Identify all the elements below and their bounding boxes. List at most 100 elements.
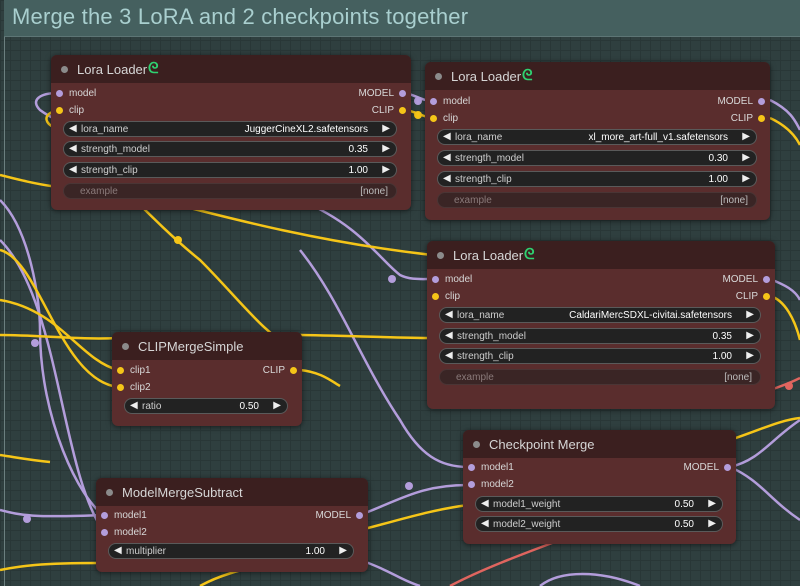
- model-output-slot[interactable]: [724, 464, 731, 471]
- clip-merge-simple-node[interactable]: CLIPMergeSimple clip1 clip2 CLIP ◀ ratio…: [112, 332, 302, 426]
- strength-clip-slider[interactable]: ◀ strength_clip 1.00 ▶: [437, 171, 757, 187]
- widget-label: lora_name: [81, 124, 129, 135]
- decrement-arrow-icon[interactable]: ◀: [443, 131, 451, 142]
- model1-input-label: model1: [481, 462, 514, 473]
- model1-input-slot[interactable]: [468, 464, 475, 471]
- group-title: Merge the 3 LoRA and 2 checkpoints toget…: [12, 4, 469, 29]
- increment-arrow-icon[interactable]: ▶: [708, 518, 716, 529]
- widget-value: CaldariMercSDXL-civitai.safetensors: [569, 310, 732, 321]
- decrement-arrow-icon[interactable]: ◀: [443, 152, 451, 163]
- widget-value: 1.00: [305, 546, 325, 557]
- increment-arrow-icon[interactable]: ▶: [742, 152, 750, 163]
- decrement-arrow-icon[interactable]: ◀: [481, 498, 489, 509]
- collapse-dot-icon[interactable]: [435, 73, 442, 80]
- link-icon[interactable]: ᘓ: [148, 60, 159, 77]
- increment-arrow-icon[interactable]: ▶: [339, 545, 347, 556]
- increment-arrow-icon[interactable]: ▶: [382, 164, 390, 175]
- increment-arrow-icon[interactable]: ▶: [742, 131, 750, 142]
- increment-arrow-icon[interactable]: ▶: [382, 123, 390, 134]
- node-title-bar[interactable]: CLIPMergeSimple: [112, 332, 302, 360]
- model-output-slot[interactable]: [763, 276, 770, 283]
- clip-input-slot[interactable]: [56, 107, 63, 114]
- group-header[interactable]: Merge the 3 LoRA and 2 checkpoints toget…: [4, 0, 800, 37]
- decrement-arrow-icon[interactable]: ◀: [445, 350, 453, 361]
- node-title-bar[interactable]: Checkpoint Merge: [463, 430, 736, 458]
- ratio-slider[interactable]: ◀ ratio 0.50 ▶: [124, 398, 288, 414]
- clip-output-slot[interactable]: [399, 107, 406, 114]
- model-merge-subtract-node[interactable]: ModelMergeSubtract model1 model2 MODEL ◀…: [96, 478, 368, 572]
- clip-wire: [0, 298, 119, 372]
- lora-name-combo[interactable]: ◀ lora_name CaldariMercSDXL-civitai.safe…: [439, 307, 761, 323]
- collapse-dot-icon[interactable]: [61, 66, 68, 73]
- node-title-bar[interactable]: Lora Loader ᘓ: [425, 62, 770, 90]
- clip-output-slot[interactable]: [758, 115, 765, 122]
- strength-clip-slider[interactable]: ◀ strength_clip 1.00 ▶: [63, 162, 397, 178]
- model-output-slot[interactable]: [758, 98, 765, 105]
- widget-label: multiplier: [126, 546, 167, 557]
- lora-loader-node-1[interactable]: Lora Loader ᘓ model clip MODEL CLIP ◀ lo…: [51, 55, 411, 210]
- lora-loader-node-3[interactable]: Lora Loader ᘓ model clip MODEL CLIP ◀ lo…: [427, 241, 775, 409]
- model2-input-slot[interactable]: [468, 481, 475, 488]
- model1-input-slot[interactable]: [101, 512, 108, 519]
- clip-input-slot[interactable]: [430, 115, 437, 122]
- lora-loader-node-2[interactable]: Lora Loader ᘓ model clip MODEL CLIP ◀ lo…: [425, 62, 770, 220]
- clip1-input-slot[interactable]: [117, 367, 124, 374]
- decrement-arrow-icon[interactable]: ◀: [130, 400, 138, 411]
- model2-weight-slider[interactable]: ◀ model2_weight 0.50 ▶: [475, 516, 723, 532]
- decrement-arrow-icon[interactable]: ◀: [481, 518, 489, 529]
- strength-model-slider[interactable]: ◀ strength_model 0.35 ▶: [439, 328, 761, 344]
- model-input-slot[interactable]: [430, 98, 437, 105]
- lora-name-combo[interactable]: ◀ lora_name xl_more_art-full_v1.safetens…: [437, 129, 757, 145]
- group-frame: [4, 0, 800, 586]
- decrement-arrow-icon[interactable]: ◀: [69, 123, 77, 134]
- increment-arrow-icon[interactable]: ▶: [708, 498, 716, 509]
- node-title: Lora Loader: [451, 69, 522, 84]
- decrement-arrow-icon[interactable]: ◀: [443, 173, 451, 184]
- widget-value: 1.00: [348, 165, 368, 176]
- lora-name-combo[interactable]: ◀ lora_name JuggerCineXL2.safetensors ▶: [63, 121, 397, 137]
- collapse-dot-icon[interactable]: [122, 343, 129, 350]
- model-input-slot[interactable]: [56, 90, 63, 97]
- widget-label: model1_weight: [493, 499, 561, 510]
- link-icon[interactable]: ᘓ: [524, 246, 535, 263]
- decrement-arrow-icon[interactable]: ◀: [114, 545, 122, 556]
- model1-weight-slider[interactable]: ◀ model1_weight 0.50 ▶: [475, 496, 723, 512]
- decrement-arrow-icon[interactable]: ◀: [445, 309, 453, 320]
- model-wire: [359, 558, 421, 586]
- increment-arrow-icon[interactable]: ▶: [746, 330, 754, 341]
- clip-input-slot[interactable]: [432, 293, 439, 300]
- model-input-slot[interactable]: [432, 276, 439, 283]
- model-output-slot[interactable]: [356, 512, 363, 519]
- decrement-arrow-icon[interactable]: ◀: [69, 164, 77, 175]
- link-icon[interactable]: ᘓ: [522, 67, 533, 84]
- example-field[interactable]: example [none]: [437, 192, 757, 208]
- strength-model-slider[interactable]: ◀ strength_model 0.35 ▶: [63, 141, 397, 157]
- reroute-dot: [23, 515, 31, 523]
- clip-output-slot[interactable]: [763, 293, 770, 300]
- node-title-bar[interactable]: Lora Loader ᘓ: [427, 241, 775, 269]
- collapse-dot-icon[interactable]: [473, 441, 480, 448]
- increment-arrow-icon[interactable]: ▶: [746, 309, 754, 320]
- node-title-bar[interactable]: ModelMergeSubtract: [96, 478, 368, 506]
- increment-arrow-icon[interactable]: ▶: [746, 350, 754, 361]
- model-output-slot[interactable]: [399, 90, 406, 97]
- decrement-arrow-icon[interactable]: ◀: [69, 143, 77, 154]
- collapse-dot-icon[interactable]: [106, 489, 113, 496]
- increment-arrow-icon[interactable]: ▶: [273, 400, 281, 411]
- increment-arrow-icon[interactable]: ▶: [382, 143, 390, 154]
- decrement-arrow-icon[interactable]: ◀: [445, 330, 453, 341]
- increment-arrow-icon[interactable]: ▶: [742, 173, 750, 184]
- collapse-dot-icon[interactable]: [437, 252, 444, 259]
- example-field[interactable]: example [none]: [63, 183, 397, 199]
- example-field[interactable]: example [none]: [439, 369, 761, 385]
- model2-input-label: model2: [481, 479, 514, 490]
- node-title-bar[interactable]: Lora Loader ᘓ: [51, 55, 411, 83]
- clip-output-slot[interactable]: [290, 367, 297, 374]
- model-wire: [359, 483, 469, 517]
- strength-model-slider[interactable]: ◀ strength_model 0.30 ▶: [437, 150, 757, 166]
- model2-input-slot[interactable]: [101, 529, 108, 536]
- multiplier-slider[interactable]: ◀ multiplier 1.00 ▶: [108, 543, 354, 559]
- clip2-input-slot[interactable]: [117, 384, 124, 391]
- strength-clip-slider[interactable]: ◀ strength_clip 1.00 ▶: [439, 348, 761, 364]
- checkpoint-merge-node[interactable]: Checkpoint Merge model1 model2 MODEL ◀ m…: [463, 430, 736, 544]
